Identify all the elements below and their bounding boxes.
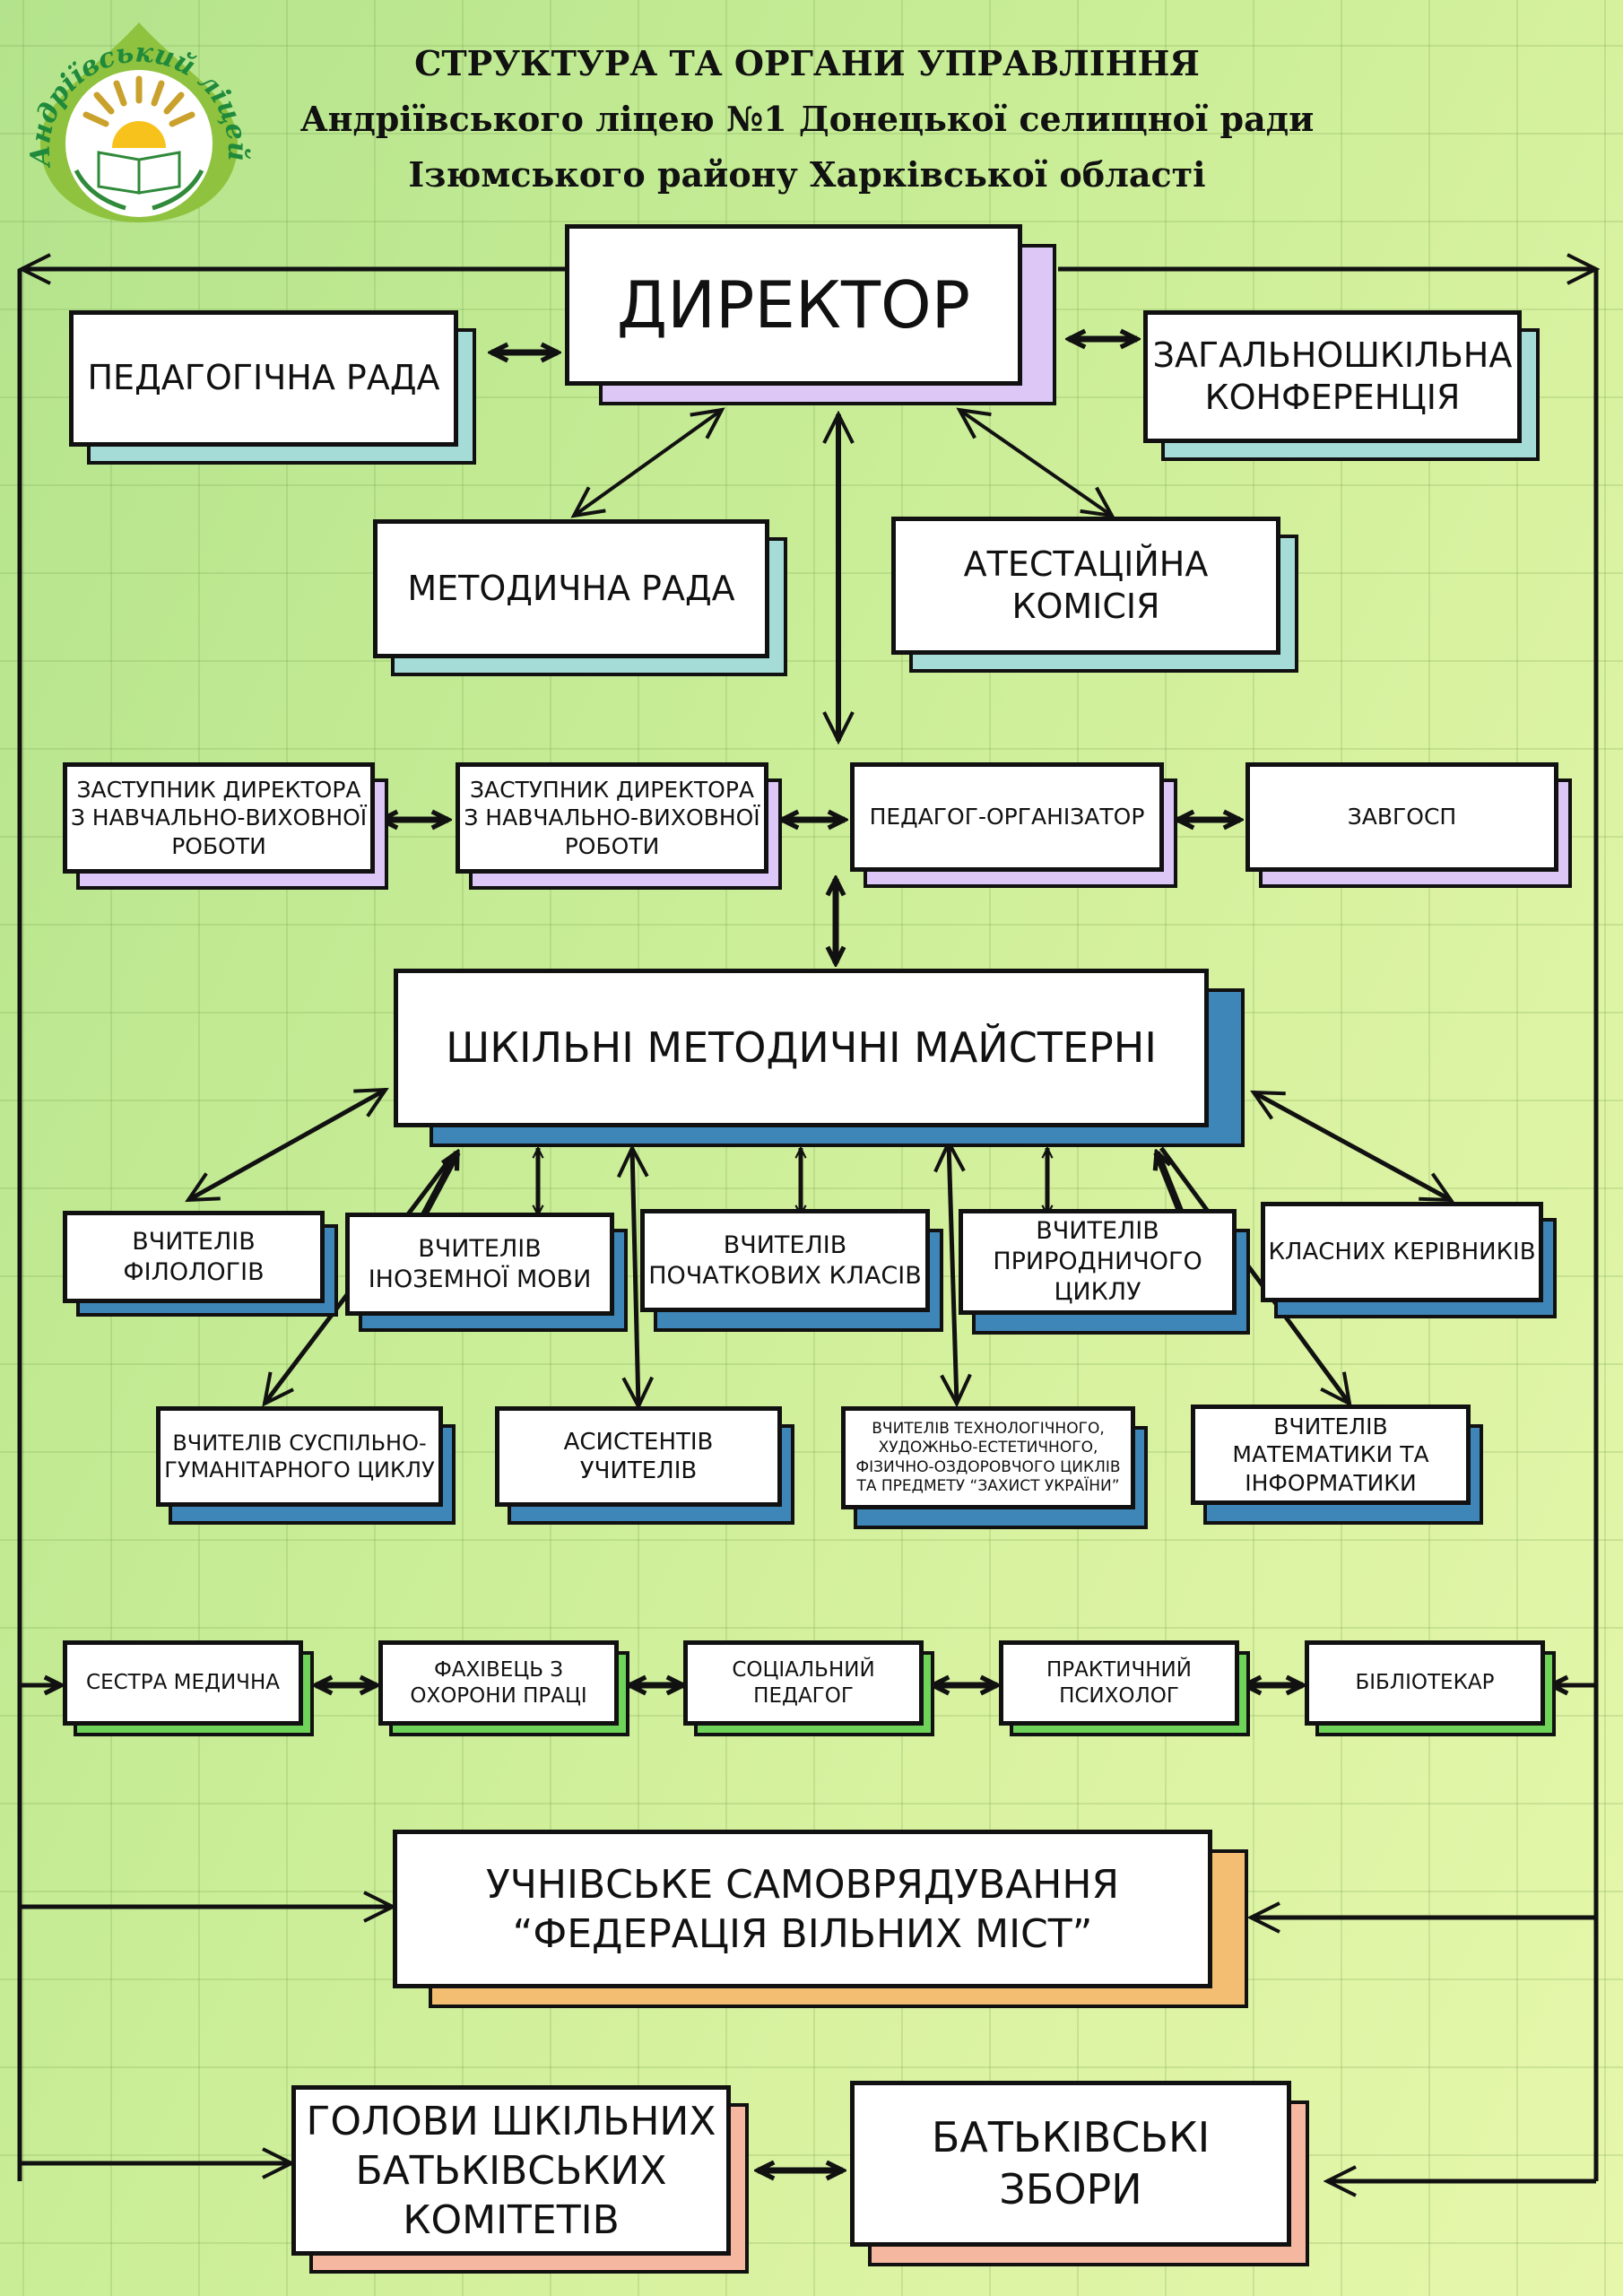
node-primary: ВЧИТЕЛІВ ПОЧАТКОВИХ КЛАСІВ bbox=[640, 1209, 943, 1332]
header-subtitle-school: Андріївського ліцею №1 Донецької селищно… bbox=[299, 99, 1315, 139]
node-general-conference-label: ЗАГАЛЬНОШКІЛЬНА КОНФЕРЕНЦІЯ bbox=[1143, 310, 1522, 443]
node-librarian: БІБЛІОТЕКАР bbox=[1305, 1640, 1556, 1736]
arrow-workshops-tech bbox=[949, 1143, 957, 1404]
node-ped-council: ПЕДАГОГІЧНА РАДА bbox=[69, 310, 476, 465]
node-foreign-lang: ВЧИТЕЛІВ ІНОЗЕМНОЇ МОВИ bbox=[345, 1213, 628, 1332]
node-director: ДИРЕКТОР bbox=[565, 224, 1056, 405]
arrow-director-method bbox=[574, 410, 722, 516]
arrow-workshops-math bbox=[1159, 1146, 1350, 1404]
node-safety: ФАХІВЕЦЬ З ОХОРОНИ ПРАЦІ bbox=[378, 1640, 629, 1736]
node-librarian-label: БІБЛІОТЕКАР bbox=[1305, 1640, 1545, 1726]
header-title: СТРУКТУРА ТА ОРГАНИ УПРАВЛІННЯ bbox=[414, 43, 1200, 83]
arrow-workshops-class-leaders bbox=[1254, 1090, 1451, 1203]
arrow-foreign-workshops bbox=[418, 1152, 461, 1222]
node-method-council-label: МЕТОДИЧНА РАДА bbox=[373, 519, 769, 658]
node-tech-art: ВЧИТЕЛІВ ТЕХНОЛОГІЧНОГО, ХУДОЖНЬО-ЕСТЕТИ… bbox=[841, 1406, 1148, 1529]
node-psychologist-label: ПРАКТИЧНИЙ ПСИХОЛОГ bbox=[999, 1640, 1239, 1726]
node-method-council: МЕТОДИЧНА РАДА bbox=[373, 519, 787, 676]
node-foreign-lang-label: ВЧИТЕЛІВ ІНОЗЕМНОЇ МОВИ bbox=[345, 1213, 614, 1316]
node-director-label: ДИРЕКТОР bbox=[565, 224, 1022, 386]
node-parent-meeting: БАТЬКІВСЬКІ ЗБОРИ bbox=[850, 2081, 1309, 2266]
node-supply-manager-label: ЗАВГОСП bbox=[1245, 762, 1558, 872]
node-assistants-label: АСИСТЕНТІВ УЧИТЕЛІВ bbox=[495, 1406, 782, 1507]
node-math-it: ВЧИТЕЛІВ МАТЕМАТИКИ ТА ІНФОРМАТИКИ bbox=[1191, 1405, 1483, 1525]
node-class-leaders-label: КЛАСНИХ КЕРІВНИКІВ bbox=[1261, 1202, 1543, 1302]
node-deputy-1: ЗАСТУПНИК ДИРЕКТОРА З НАВЧАЛЬНО-ВИХОВНОЇ… bbox=[63, 762, 388, 890]
arrow-director-attestation bbox=[959, 410, 1112, 516]
node-general-conference: ЗАГАЛЬНОШКІЛЬНА КОНФЕРЕНЦІЯ bbox=[1143, 310, 1540, 461]
node-assistants: АСИСТЕНТІВ УЧИТЕЛІВ bbox=[495, 1406, 794, 1525]
node-natural-label: ВЧИТЕЛІВ ПРИРОДНИЧОГО ЦИКЛУ bbox=[959, 1209, 1237, 1315]
node-social-ped: СОЦІАЛЬНИЙ ПЕДАГОГ bbox=[683, 1640, 934, 1736]
node-workshops-label: ШКІЛЬНІ МЕТОДИЧНІ МАЙСТЕРНІ bbox=[394, 969, 1209, 1127]
node-ped-organizer-label: ПЕДАГОГ-ОРГАНІЗАТОР bbox=[850, 762, 1164, 872]
node-ped-council-label: ПЕДАГОГІЧНА РАДА bbox=[69, 310, 458, 447]
node-workshops: ШКІЛЬНІ МЕТОДИЧНІ МАЙСТЕРНІ bbox=[394, 969, 1245, 1147]
node-parent-meeting-label: БАТЬКІВСЬКІ ЗБОРИ bbox=[850, 2081, 1291, 2247]
arrow-natural-workshops bbox=[1157, 1152, 1187, 1222]
node-attestation-label: АТЕСТАЦІЙНА КОМІСІЯ bbox=[891, 517, 1280, 655]
node-philologists: ВЧИТЕЛІВ ФІЛОЛОГІВ bbox=[63, 1211, 338, 1317]
header-subtitle-region: Ізюмського району Харківської області bbox=[408, 154, 1206, 195]
node-tech-art-label: ВЧИТЕЛІВ ТЕХНОЛОГІЧНОГО, ХУДОЖНЬО-ЕСТЕТИ… bbox=[841, 1406, 1135, 1509]
node-natural: ВЧИТЕЛІВ ПРИРОДНИЧОГО ЦИКЛУ bbox=[959, 1209, 1250, 1335]
node-nurse: СЕСТРА МЕДИЧНА bbox=[63, 1640, 314, 1736]
arrow-workshops-philologists bbox=[188, 1090, 386, 1200]
node-social-hum-label: ВЧИТЕЛІВ СУСПІЛЬНО-ГУМАНІТАРНОГО ЦИКЛУ bbox=[156, 1406, 443, 1507]
node-supply-manager: ЗАВГОСП bbox=[1245, 762, 1572, 888]
node-deputy-2: ЗАСТУПНИК ДИРЕКТОРА З НАВЧАЛЬНО-ВИХОВНОЇ… bbox=[456, 762, 782, 890]
node-deputy-1-label: ЗАСТУПНИК ДИРЕКТОРА З НАВЧАЛЬНО-ВИХОВНОЇ… bbox=[63, 762, 375, 874]
node-student-gov: УЧНІВСЬКЕ САМОВРЯДУВАННЯ “ФЕДЕРАЦІЯ ВІЛЬ… bbox=[393, 1830, 1248, 2008]
node-attestation: АТЕСТАЦІЙНА КОМІСІЯ bbox=[891, 517, 1298, 673]
node-safety-label: ФАХІВЕЦЬ З ОХОРОНИ ПРАЦІ bbox=[378, 1640, 619, 1726]
node-deputy-2-label: ЗАСТУПНИК ДИРЕКТОРА З НАВЧАЛЬНО-ВИХОВНОЇ… bbox=[456, 762, 768, 874]
node-social-ped-label: СОЦІАЛЬНИЙ ПЕДАГОГ bbox=[683, 1640, 924, 1726]
node-social-hum: ВЧИТЕЛІВ СУСПІЛЬНО-ГУМАНІТАРНОГО ЦИКЛУ bbox=[156, 1406, 456, 1525]
node-psychologist: ПРАКТИЧНИЙ ПСИХОЛОГ bbox=[999, 1640, 1250, 1736]
node-philologists-label: ВЧИТЕЛІВ ФІЛОЛОГІВ bbox=[63, 1211, 325, 1303]
node-class-leaders: КЛАСНИХ КЕРІВНИКІВ bbox=[1261, 1202, 1557, 1318]
node-primary-label: ВЧИТЕЛІВ ПОЧАТКОВИХ КЛАСІВ bbox=[640, 1209, 930, 1312]
arrow-workshops-assistants bbox=[632, 1148, 638, 1406]
node-parent-heads-label: ГОЛОВИ ШКІЛЬНИХ БАТЬКІВСЬКИХ КОМІТЕТІВ bbox=[291, 2085, 731, 2256]
school-emblem-icon: Андріївський ліцей №1 bbox=[27, 18, 251, 222]
node-math-it-label: ВЧИТЕЛІВ МАТЕМАТИКИ ТА ІНФОРМАТИКИ bbox=[1191, 1405, 1471, 1505]
node-nurse-label: СЕСТРА МЕДИЧНА bbox=[63, 1640, 303, 1726]
node-parent-heads: ГОЛОВИ ШКІЛЬНИХ БАТЬКІВСЬКИХ КОМІТЕТІВ bbox=[291, 2085, 749, 2274]
node-student-gov-label: УЧНІВСЬКЕ САМОВРЯДУВАННЯ “ФЕДЕРАЦІЯ ВІЛЬ… bbox=[393, 1830, 1212, 1988]
node-ped-organizer: ПЕДАГОГ-ОРГАНІЗАТОР bbox=[850, 762, 1177, 888]
